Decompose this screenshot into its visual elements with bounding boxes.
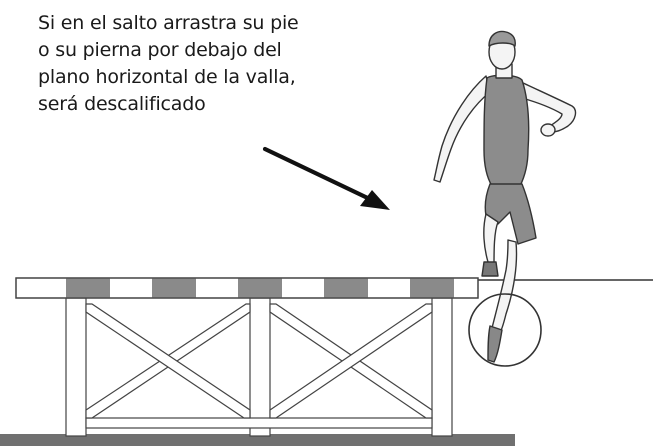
hurdle-brace-right-2 xyxy=(269,303,433,419)
beam-stripe xyxy=(66,278,110,298)
athlete-singlet xyxy=(483,74,530,187)
hurdle-post-left xyxy=(65,297,87,437)
athlete-trail-shoe xyxy=(487,325,503,363)
ground-strip xyxy=(0,434,515,446)
hurdle-top-beam xyxy=(15,277,479,299)
athlete-trail-leg xyxy=(491,239,518,333)
athlete-arm-right xyxy=(520,81,577,133)
caption-line-3: plano horizontal de la valla, xyxy=(38,66,296,88)
caption-line-2: o su pierna por debajo del xyxy=(38,39,282,61)
hurdle-brace-left-2 xyxy=(85,303,251,419)
foot-highlight-circle xyxy=(468,293,542,367)
beam-stripe xyxy=(410,278,454,298)
hurdle-post-center xyxy=(249,297,271,437)
athlete-figure xyxy=(433,30,577,363)
athlete-fist xyxy=(540,123,556,137)
athlete-lead-leg xyxy=(483,213,499,267)
hurdle-lower-rail xyxy=(85,417,433,429)
pointer-arrow xyxy=(262,146,390,210)
rule-caption: Si en el salto arrastra su pie o su pier… xyxy=(38,10,348,118)
hurdle-post-right xyxy=(431,297,453,437)
athlete-hair xyxy=(488,30,516,47)
caption-line-1: Si en el salto arrastra su pie xyxy=(38,12,299,34)
athlete-lead-shoe xyxy=(481,261,499,277)
athlete-shorts xyxy=(484,183,537,245)
athlete-arm-left xyxy=(433,75,491,183)
hurdle-frame xyxy=(65,297,453,437)
caption-line-4: será descalificado xyxy=(38,93,206,115)
beam-stripe xyxy=(324,278,368,298)
beam-stripe xyxy=(238,278,282,298)
beam-stripe xyxy=(152,278,196,298)
